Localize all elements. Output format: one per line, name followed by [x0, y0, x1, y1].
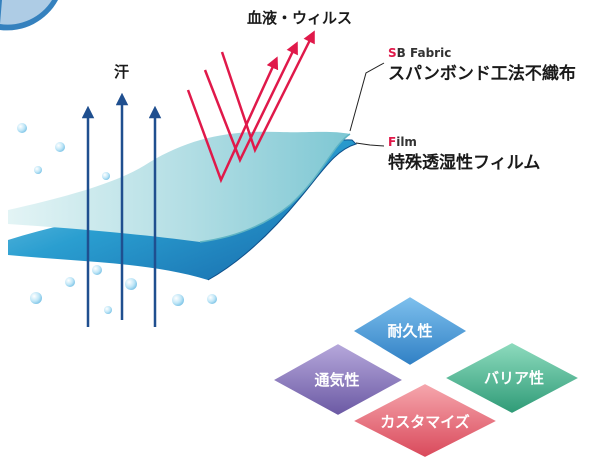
feature-left-label: 通気性 — [314, 371, 359, 389]
bubble — [55, 142, 65, 152]
bubble — [17, 123, 27, 133]
sb-fabric-tag: SB Fabric — [388, 46, 451, 60]
bubble — [104, 306, 112, 314]
feature-right-diamond — [441, 340, 583, 416]
film-name: 特殊透湿性フィルム — [388, 153, 541, 173]
sweat-arrows — [81, 92, 162, 327]
bubble — [34, 166, 42, 174]
sb-fabric-layer — [8, 131, 350, 242]
sb-rest: B Fabric — [396, 46, 452, 60]
bubble-group — [17, 123, 217, 314]
bubble — [172, 294, 184, 306]
feature-diamonds: 耐久性 通気性 バリア性 カスタマイズ — [269, 294, 583, 460]
reflect-arrow — [186, 56, 279, 184]
reflect-arrow — [220, 30, 315, 154]
sb-initial: S — [388, 46, 397, 60]
feature-top-diamond — [350, 294, 470, 368]
bubble — [125, 278, 137, 290]
feature-bottom-diamond — [349, 381, 501, 460]
feature-left-diamond — [269, 341, 407, 418]
film-tag: Film — [388, 135, 417, 149]
bubble — [92, 265, 102, 275]
sb-leader-line — [349, 62, 385, 132]
film-leader-line — [355, 142, 385, 147]
bubble — [102, 172, 110, 180]
feature-right-label: バリア性 — [484, 369, 544, 387]
bubble — [207, 294, 217, 304]
film-initial: F — [388, 135, 397, 149]
bubble — [65, 277, 75, 287]
bubble — [30, 292, 42, 304]
feature-top-label: 耐久性 — [387, 322, 432, 340]
sweat-label: 汗 — [114, 63, 130, 81]
film-rest: ilm — [396, 135, 417, 149]
blood-virus-label: 血液・ウィルス — [247, 9, 353, 27]
feature-bottom-label: カスタマイズ — [380, 413, 470, 431]
sb-fabric-name: スパンボンド工法不織布 — [388, 64, 576, 84]
blood-virus-arrows — [186, 30, 315, 184]
reflect-arrow — [203, 41, 298, 164]
